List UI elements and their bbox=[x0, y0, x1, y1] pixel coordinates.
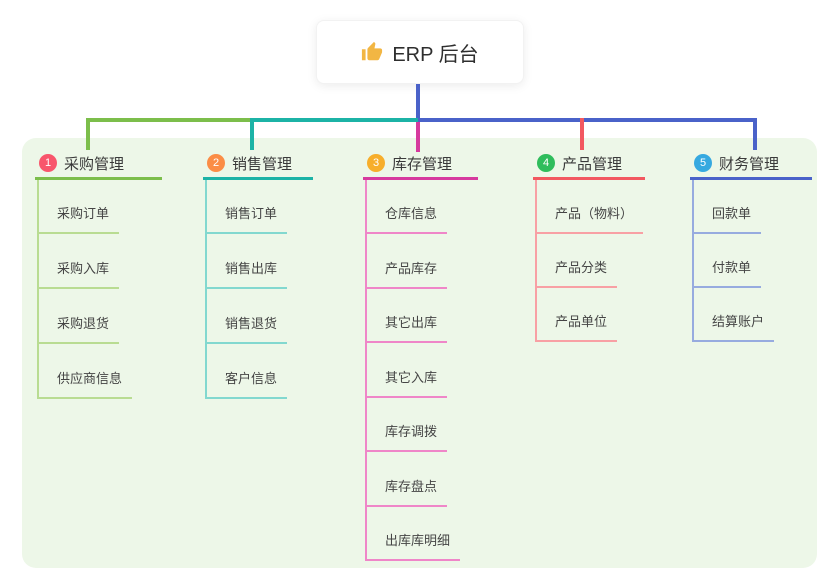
branch-drop-connector-4 bbox=[580, 118, 584, 150]
branch-number-badge: 3 bbox=[367, 154, 385, 172]
branch-underline bbox=[533, 177, 645, 180]
child-node[interactable]: 付款单 bbox=[692, 252, 762, 288]
child-node[interactable]: 销售订单 bbox=[205, 198, 288, 234]
child-node[interactable]: 客户信息 bbox=[205, 363, 288, 399]
branch-label: 销售管理 bbox=[232, 155, 293, 173]
child-label: 客户信息 bbox=[225, 371, 278, 386]
rail-segment-teal bbox=[250, 118, 418, 122]
rail-segment-green bbox=[86, 118, 252, 122]
child-label: 库存调拨 bbox=[385, 424, 438, 439]
branch-node-4[interactable]: 4 产品管理 bbox=[537, 151, 622, 175]
branch-drop-connector-5 bbox=[753, 118, 757, 150]
thumbs-up-icon bbox=[361, 41, 383, 63]
child-label: 销售退货 bbox=[225, 316, 278, 331]
branch-drop-connector-2 bbox=[250, 118, 254, 150]
child-label: 产品库存 bbox=[385, 260, 438, 276]
branch-children-connector bbox=[692, 180, 694, 342]
child-label: 产品分类 bbox=[555, 260, 608, 275]
branch-underline bbox=[203, 177, 313, 180]
child-node[interactable]: 结算账户 bbox=[692, 306, 775, 342]
branch-underline bbox=[35, 177, 162, 180]
child-label: 产品单位 bbox=[555, 314, 608, 329]
child-node[interactable]: 供应商信息 bbox=[37, 363, 133, 399]
child-node[interactable]: 库存盘点 bbox=[365, 471, 448, 507]
branch-label: 库存管理 bbox=[392, 155, 453, 173]
child-node[interactable]: 出库库明细 bbox=[365, 525, 461, 561]
branch-underline bbox=[363, 177, 478, 180]
child-node[interactable]: 销售出库 bbox=[205, 253, 288, 289]
branch-label: 产品管理 bbox=[562, 155, 623, 173]
branch-children-connector bbox=[205, 180, 207, 399]
child-node[interactable]: 产品单位 bbox=[535, 306, 618, 342]
child-node[interactable]: 库存调拨 bbox=[365, 416, 448, 452]
child-node[interactable]: 采购入库 bbox=[37, 253, 120, 289]
branch-underline bbox=[690, 177, 812, 180]
child-node[interactable]: 销售退货 bbox=[205, 308, 288, 344]
child-label: 采购退货 bbox=[57, 316, 110, 331]
child-node[interactable]: 产品（物料） bbox=[535, 198, 644, 234]
branch-drop-connector-1 bbox=[86, 118, 90, 150]
child-label: 出库库明细 bbox=[385, 533, 451, 548]
child-label: 采购入库 bbox=[57, 261, 110, 276]
child-label: 库存盘点 bbox=[385, 478, 438, 494]
branch-children-connector bbox=[535, 180, 537, 342]
child-label: 其它出库 bbox=[385, 315, 438, 330]
child-label: 结算账户 bbox=[712, 314, 765, 329]
child-label: 其它入库 bbox=[385, 369, 438, 385]
branch-node-5[interactable]: 5 财务管理 bbox=[694, 151, 779, 175]
child-node[interactable]: 回款单 bbox=[692, 198, 762, 234]
child-node[interactable]: 仓库信息 bbox=[365, 198, 448, 234]
child-label: 供应商信息 bbox=[57, 371, 123, 386]
branch-node-1[interactable]: 1 采购管理 bbox=[39, 151, 124, 175]
child-label: 付款单 bbox=[712, 260, 752, 275]
child-node[interactable]: 采购订单 bbox=[37, 198, 120, 234]
branch-node-2[interactable]: 2 销售管理 bbox=[207, 151, 292, 175]
branch-drop-connector-3 bbox=[416, 122, 420, 152]
child-label: 产品（物料） bbox=[555, 206, 634, 221]
child-label: 仓库信息 bbox=[385, 206, 438, 221]
root-title: ERP 后台 bbox=[392, 43, 479, 66]
child-node[interactable]: 产品分类 bbox=[535, 252, 618, 288]
child-label: 采购订单 bbox=[57, 206, 110, 221]
background-panel bbox=[22, 138, 817, 568]
branch-number-badge: 1 bbox=[39, 154, 57, 172]
branch-number-badge: 5 bbox=[694, 154, 712, 172]
branch-label: 财务管理 bbox=[719, 155, 780, 173]
child-node[interactable]: 采购退货 bbox=[37, 308, 120, 344]
child-label: 销售出库 bbox=[225, 261, 278, 276]
rail-segment-blue bbox=[418, 118, 757, 122]
branch-node-3[interactable]: 3 库存管理 bbox=[367, 151, 452, 175]
child-label: 销售订单 bbox=[225, 206, 278, 221]
branch-children-connector bbox=[365, 180, 367, 561]
child-node[interactable]: 其它出库 bbox=[365, 307, 448, 343]
root-stem-connector bbox=[416, 84, 420, 119]
root-node[interactable]: ERP 后台 bbox=[316, 20, 524, 84]
branch-number-badge: 4 bbox=[537, 154, 555, 172]
branch-number-badge: 2 bbox=[207, 154, 225, 172]
child-node[interactable]: 产品库存 bbox=[365, 253, 448, 289]
branch-label: 采购管理 bbox=[64, 155, 125, 173]
branch-children-connector bbox=[37, 180, 39, 399]
child-label: 回款单 bbox=[712, 206, 752, 221]
child-node[interactable]: 其它入库 bbox=[365, 362, 448, 398]
